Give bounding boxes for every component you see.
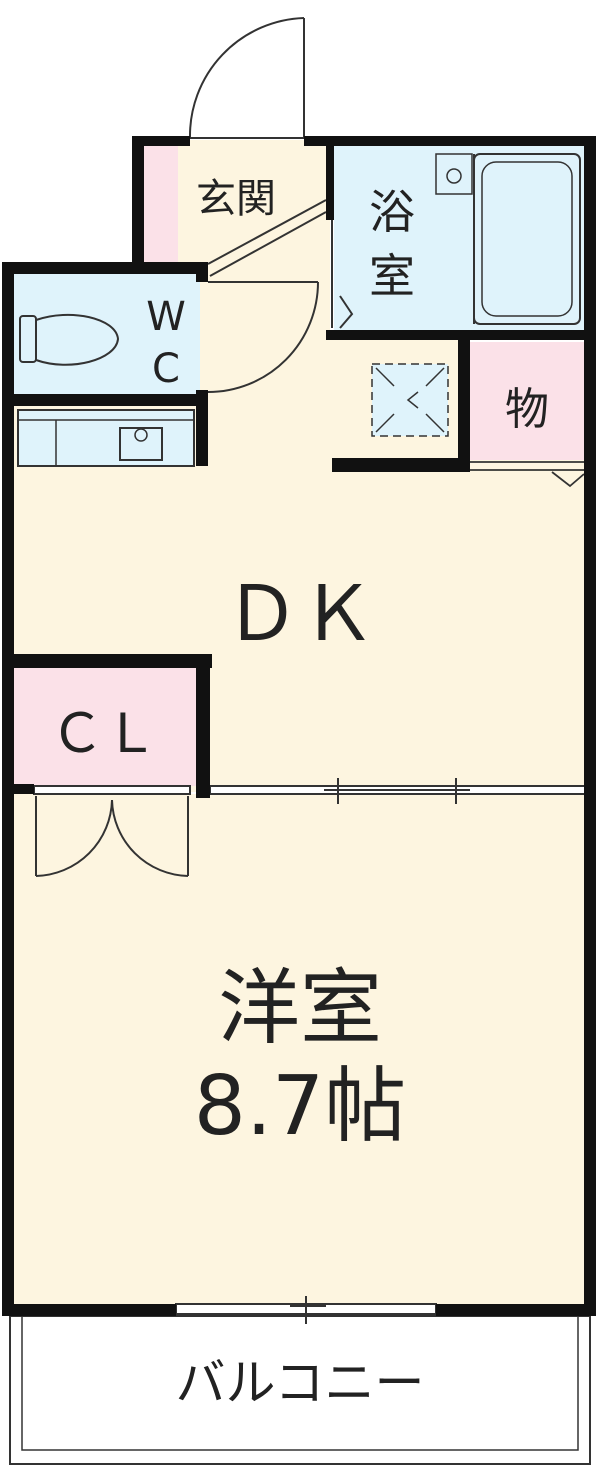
closet-area	[14, 666, 200, 786]
closet-door-icon	[33, 785, 191, 877]
bath-area	[334, 146, 586, 332]
bath-label-line1: 浴	[369, 185, 415, 239]
storage-door-icon	[470, 461, 585, 488]
sink-icon	[119, 427, 163, 461]
entrance-door-icon	[188, 17, 305, 139]
faucet-icon	[134, 428, 148, 442]
kitchen-counter	[17, 409, 195, 467]
storage-label: 物	[505, 384, 549, 435]
entrance-label: 玄関	[196, 176, 276, 222]
entrance-step	[144, 146, 178, 264]
bath-basin-drain	[446, 168, 462, 184]
bathtub-inner	[481, 161, 573, 317]
balcony-label: バルコニー	[176, 1354, 425, 1412]
washer-corner-marks	[375, 367, 445, 433]
western-room-size-label: 8.7帖	[194, 1059, 406, 1154]
bath-door-icon	[331, 220, 354, 329]
washer-icon	[371, 363, 449, 437]
toilet-icon	[19, 313, 120, 366]
storage-area	[468, 342, 586, 460]
balcony-area	[9, 1315, 591, 1465]
western-room-label: 洋室	[218, 961, 382, 1056]
wc-label-line1: W	[146, 294, 186, 340]
wc-label-line2: C	[152, 346, 180, 392]
wc-door-icon	[207, 281, 319, 393]
wc-area	[14, 272, 200, 396]
western-room-area	[10, 794, 590, 1306]
dk-label: ＤＫ	[224, 569, 376, 658]
balcony-inner-line	[21, 1315, 579, 1451]
entrance-step-line	[207, 199, 327, 277]
bath-label-line2: 室	[369, 249, 415, 303]
walls	[2, 136, 596, 1316]
bath-basin-icon	[435, 153, 473, 195]
closet-label: ＣＬ	[50, 702, 158, 765]
